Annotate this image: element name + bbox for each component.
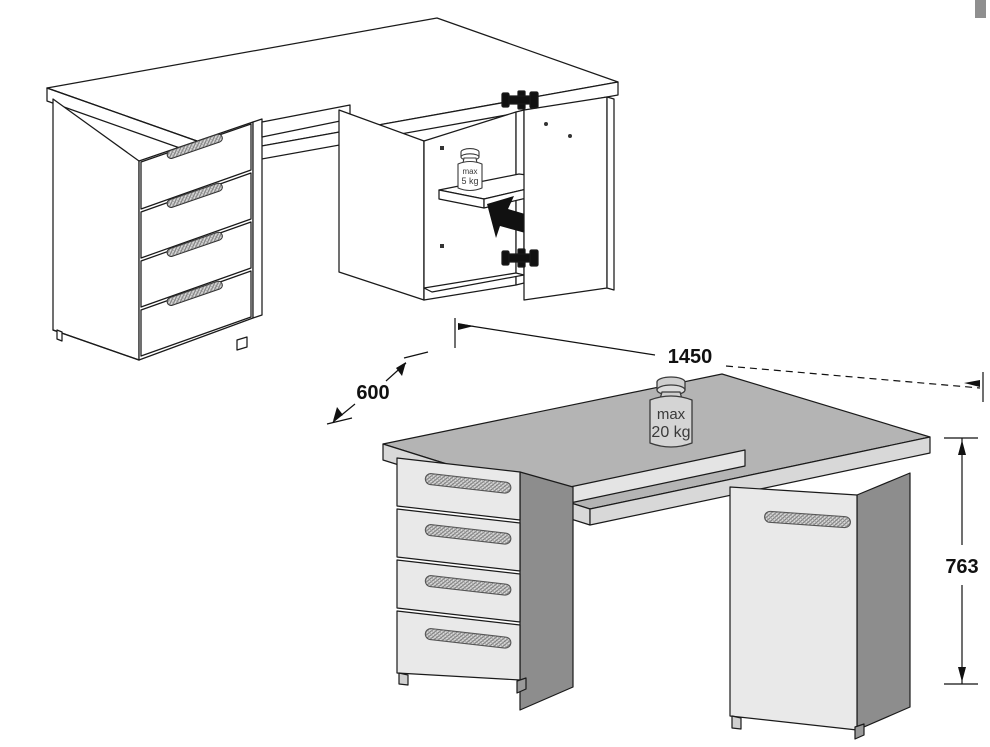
drawer-1[interactable] <box>396 457 521 521</box>
cabinet-foot <box>854 723 865 740</box>
shelf-pin-hole <box>440 146 444 150</box>
worktop-load-line1: max <box>657 406 686 423</box>
drawer-1[interactable] <box>140 123 252 210</box>
worktop-weight-icon: max 20 kg <box>649 376 693 448</box>
dimension-width: 1450 <box>454 318 984 402</box>
drawer-2[interactable] <box>140 172 252 259</box>
corner-artifact <box>975 0 986 18</box>
shelf-pin-hole <box>440 244 444 248</box>
hinge-bottom[interactable] <box>501 248 539 268</box>
hinge-top[interactable] <box>501 90 539 110</box>
dimension-height-label: 763 <box>945 556 978 578</box>
pedestal-foot <box>398 672 409 686</box>
solid-view: max 20 kg <box>382 373 931 740</box>
cabinet-foot <box>731 715 742 730</box>
drawer-4[interactable] <box>140 270 252 357</box>
drawer-3[interactable] <box>140 221 252 308</box>
dimension-annotations: 1450 600 763 <box>326 318 984 685</box>
dimension-depth-label: 600 <box>356 382 389 404</box>
shelf-load-line2: 5 kg <box>461 176 478 186</box>
line-view: max 5 kg <box>46 17 619 361</box>
solid-view-cabinet <box>729 472 911 740</box>
worktop-load-line2: 20 kg <box>651 424 690 441</box>
shelf-weight-icon: max 5 kg <box>457 148 483 192</box>
door-hinge-cup-mark <box>568 134 572 138</box>
door-hinge-cup-mark <box>544 122 548 126</box>
drawer-2[interactable] <box>396 508 521 572</box>
drawer-3[interactable] <box>396 559 521 623</box>
dimension-height: 763 <box>944 437 979 685</box>
dimension-width-label: 1450 <box>668 346 713 368</box>
cabinet-side-panel <box>856 472 911 731</box>
line-view-drawer-stack <box>138 118 263 361</box>
cabinet-door[interactable] <box>729 486 858 731</box>
dimension-depth: 600 <box>326 351 429 425</box>
line-view-left-gable <box>52 98 140 361</box>
cabinet-door[interactable] <box>523 96 615 301</box>
pedestal-foot <box>516 677 527 694</box>
pedestal-side-panel <box>519 471 574 711</box>
solid-view-drawer-stack <box>396 457 574 711</box>
shelf-load-line1: max <box>462 167 477 176</box>
